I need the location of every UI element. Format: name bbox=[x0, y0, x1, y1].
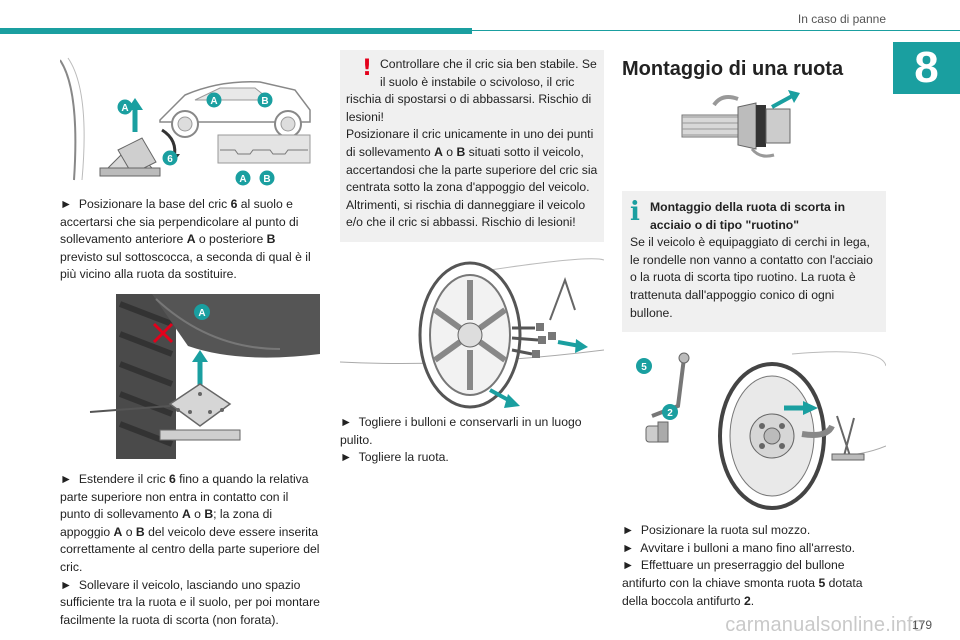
label-socket-2: 2 bbox=[667, 408, 673, 419]
info-box: i Montaggio della ruota di scorta in acc… bbox=[622, 191, 886, 333]
watermark: carmanualsonline.info bbox=[725, 614, 924, 636]
column-middle: ! Controllare che il cric sia ben stabil… bbox=[340, 50, 604, 467]
figure-mount-spare: 5 2 bbox=[622, 346, 886, 517]
remove-bolts-illustration bbox=[340, 258, 604, 409]
info-body: Se il veicolo è equipaggiato di cerchi i… bbox=[630, 235, 873, 320]
jack-extend-illustration: A bbox=[60, 293, 320, 459]
step-remove-bolts: ► Togliere i bulloni e conservarli in un… bbox=[340, 414, 582, 447]
info-icon: i bbox=[630, 197, 640, 227]
step-position-jack: ► Posizionare la base del cric 6 al suol… bbox=[60, 197, 311, 282]
figure-jack-points: A B A 6 A B bbox=[60, 50, 320, 190]
heading-mount-wheel: Montaggio di una ruota bbox=[622, 58, 844, 80]
figure-bolt-washer bbox=[622, 87, 886, 167]
figure-jack-extend: A bbox=[60, 293, 320, 459]
warning-icon: ! bbox=[362, 56, 373, 81]
step-position-wheel: ► Posizionare la ruota sul mozzo. bbox=[622, 523, 811, 538]
page-number: 179 bbox=[911, 618, 932, 632]
warning-text-2: Posizionare il cric unicamente in uno de… bbox=[346, 127, 598, 230]
header-rule bbox=[472, 30, 960, 31]
step-tighten-bolts-hand: ► Avvitare i bulloni a mano fino all'arr… bbox=[622, 540, 856, 555]
warning-text: rischia di spostarsi o di abbassarsi. Ri… bbox=[346, 92, 592, 124]
column-left: A B A 6 A B ► Posizionare la base del cr… bbox=[60, 50, 320, 629]
chapter-badge: 8 bbox=[893, 42, 960, 94]
warning-line1: Controllare che il cric sia ben stabile.… bbox=[380, 57, 597, 89]
step-pretighten-antitheft: ► Effettuare un preserraggio del bullone… bbox=[622, 558, 863, 608]
label-a-side: A bbox=[210, 96, 217, 107]
label-b-bottom: B bbox=[263, 174, 270, 185]
label-a-left: A bbox=[121, 103, 128, 114]
label-a-contact: A bbox=[198, 308, 205, 319]
mount-spare-illustration: 5 2 bbox=[636, 351, 886, 511]
section-title: In caso di panne bbox=[797, 12, 886, 26]
bolt-washer-illustration bbox=[681, 90, 800, 158]
step-remove-wheel: ► Togliere la ruota. bbox=[340, 450, 449, 465]
step-raise-vehicle: ► Sollevare il veicolo, lasciando uno sp… bbox=[60, 577, 320, 627]
label-b-side: B bbox=[261, 96, 268, 107]
figure-remove-bolts bbox=[340, 249, 604, 410]
label-a-bottom: A bbox=[239, 174, 246, 185]
header-accent-bar bbox=[0, 28, 472, 34]
step-extend-jack: ► Estendere il cric 6 fino a quando la r… bbox=[60, 471, 320, 574]
info-title: Montaggio della ruota di scorta in accia… bbox=[650, 200, 846, 232]
label-jack-6: 6 bbox=[167, 154, 173, 165]
warning-box: ! Controllare che il cric sia ben stabil… bbox=[340, 50, 604, 242]
column-right: Montaggio di una ruota i Montaggio della… bbox=[622, 50, 886, 610]
label-key-5: 5 bbox=[641, 362, 647, 373]
jack-points-illustration: A B A 6 A B bbox=[60, 57, 311, 186]
